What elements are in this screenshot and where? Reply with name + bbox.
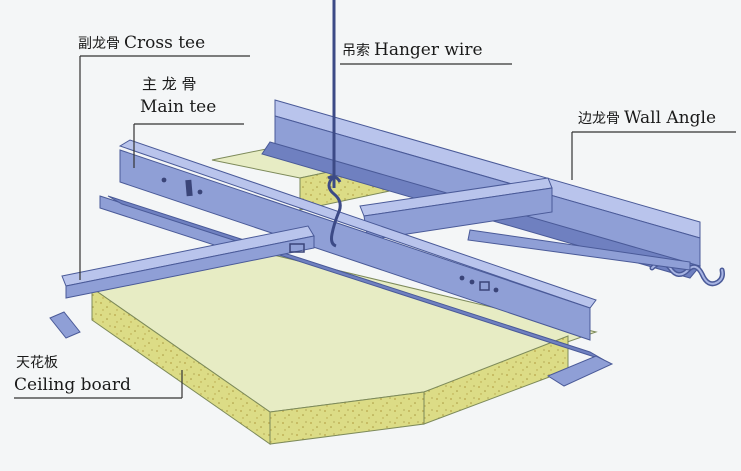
ceiling-board	[90, 247, 598, 445]
label-cross-tee-cn: 副龙骨	[78, 36, 120, 52]
label-ceiling-board-cn: 天花板	[16, 355, 58, 371]
label-main-tee-cn: 主 龙 骨	[142, 75, 197, 93]
label-cross-tee-en: Cross tee	[124, 33, 206, 53]
main-tee	[107, 139, 614, 387]
right-cross-tee	[359, 177, 691, 271]
label-wall-angle-en: Wall Angle	[624, 108, 717, 128]
hanger-wire	[327, 0, 342, 248]
label-hanger-wire-cn: 吊索	[342, 43, 370, 59]
leader-lines	[14, 55, 736, 399]
label-ceiling-board-en: Ceiling board	[14, 375, 131, 395]
label-hanger-wire-en: Hanger wire	[374, 40, 483, 60]
label-main-tee-en: Main tee	[140, 97, 217, 117]
front-cross-tee	[49, 225, 315, 339]
label-wall-angle-cn: 边龙骨	[578, 111, 620, 127]
